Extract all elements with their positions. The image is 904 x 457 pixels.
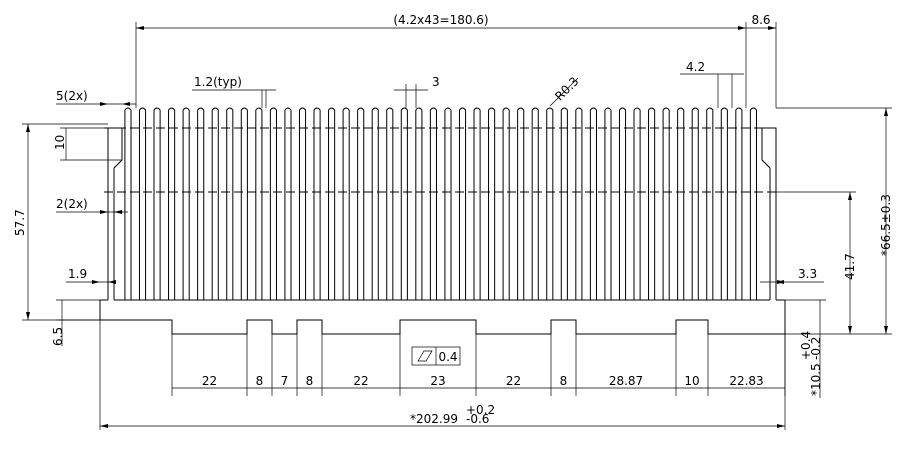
fin bbox=[589, 107, 597, 300]
gap-label: 3 bbox=[432, 75, 440, 89]
fin bbox=[677, 107, 685, 300]
bottom-dim-label: 22 bbox=[353, 374, 368, 388]
fin bbox=[691, 107, 699, 300]
fin bbox=[328, 107, 336, 300]
fin bbox=[604, 107, 612, 300]
fin bbox=[517, 107, 525, 300]
height-label: 57.7 bbox=[13, 209, 27, 236]
fin bbox=[284, 107, 292, 300]
fin bbox=[298, 107, 307, 300]
notch-depth-label: 10 bbox=[53, 135, 67, 150]
fin bbox=[211, 107, 219, 300]
fin bbox=[415, 107, 423, 300]
fin bbox=[444, 107, 452, 300]
bottom-dim-label: 10 bbox=[684, 374, 699, 388]
fin bbox=[240, 107, 248, 300]
pitch-label: 4.2 bbox=[686, 60, 705, 74]
step-left-label: 1.9 bbox=[68, 267, 87, 281]
right-end-label: 8.6 bbox=[751, 13, 770, 27]
fin-callouts: 1.2(typ) 3 R0.3 4.2 bbox=[192, 60, 744, 108]
notch-top-label: 5(2x) bbox=[56, 89, 88, 103]
total-height-label: *66.5±0.3 bbox=[879, 194, 893, 256]
bottom-dim-label: 8 bbox=[256, 374, 264, 388]
fin bbox=[575, 107, 583, 300]
fin bbox=[720, 107, 728, 300]
fin bbox=[531, 107, 539, 300]
fin bbox=[502, 107, 510, 300]
width-tol-lower: -0.6 bbox=[466, 412, 489, 426]
right-dims: 3.3 41.7 *66.5±0.3 *10.5 +0.4 -0.2 bbox=[760, 107, 893, 398]
bottom-dim-label: 22 bbox=[506, 374, 521, 388]
step-right-label: 3.3 bbox=[798, 267, 817, 281]
bottom-dim-label: 7 bbox=[281, 374, 289, 388]
top-dimension: (4.2x43=180.6) 8.6 bbox=[135, 13, 777, 108]
width-dimension: *202.99 +0.2 -0.6 bbox=[99, 320, 786, 430]
fin bbox=[371, 107, 379, 300]
fin bbox=[386, 107, 394, 300]
fin-height-label: 41.7 bbox=[843, 253, 857, 280]
fin bbox=[473, 107, 481, 300]
fin bbox=[749, 107, 757, 300]
bottom-dim-label: 28.87 bbox=[609, 374, 643, 388]
fin bbox=[255, 107, 263, 300]
base-thickness-label: *10.5 bbox=[809, 363, 823, 396]
notch-mid-label: 2(2x) bbox=[56, 197, 88, 211]
flatness-frame: 0.4 bbox=[411, 346, 461, 366]
heatsink-end-walls bbox=[107, 127, 777, 300]
fin bbox=[458, 107, 467, 300]
fin bbox=[429, 107, 437, 300]
fin bbox=[706, 107, 714, 300]
fin bbox=[560, 107, 568, 300]
fin bbox=[153, 107, 161, 300]
fin bbox=[342, 107, 350, 300]
fin bbox=[357, 107, 365, 300]
bottom-dim-label: 22.83 bbox=[729, 374, 763, 388]
bottom-dim-label: 8 bbox=[560, 374, 568, 388]
fin-thickness-label: 1.2(typ) bbox=[194, 75, 242, 89]
fin bbox=[197, 107, 205, 300]
fin bbox=[662, 107, 670, 300]
left-dims: 5(2x) 10 2(2x) 57.7 1.9 6.5 bbox=[13, 89, 136, 346]
fin bbox=[546, 107, 554, 300]
bottom-dim-label: 8 bbox=[306, 374, 314, 388]
heatsink-fins bbox=[114, 107, 770, 301]
fin bbox=[168, 107, 176, 300]
heatsink-base bbox=[99, 299, 786, 335]
bottom-dim-label: 22 bbox=[202, 374, 217, 388]
base-thickness-tol-lower: -0.2 bbox=[809, 337, 823, 360]
fin bbox=[313, 107, 321, 300]
fin bbox=[648, 107, 656, 300]
fin bbox=[269, 107, 277, 300]
bottom-dims: 22 8 7 8 22 23 22 8 28.87 10 22.83 bbox=[171, 334, 786, 396]
fin bbox=[226, 107, 234, 300]
fin bbox=[488, 107, 496, 300]
fin-pitch-label: (4.2x43=180.6) bbox=[393, 13, 488, 27]
base-thickness-tol-upper: +0.4 bbox=[799, 331, 813, 360]
fin bbox=[182, 107, 190, 300]
fin bbox=[138, 107, 147, 300]
fin bbox=[618, 107, 627, 300]
bottom-dim-label: 23 bbox=[430, 374, 445, 388]
fin bbox=[633, 107, 641, 300]
fin bbox=[400, 107, 408, 300]
fin bbox=[735, 107, 743, 300]
fin bbox=[124, 107, 132, 300]
base-label: 6.5 bbox=[51, 327, 65, 346]
flatness-value: 0.4 bbox=[438, 350, 457, 364]
width-label: *202.99 bbox=[410, 412, 458, 426]
width-tol-upper: +0.2 bbox=[466, 403, 495, 417]
